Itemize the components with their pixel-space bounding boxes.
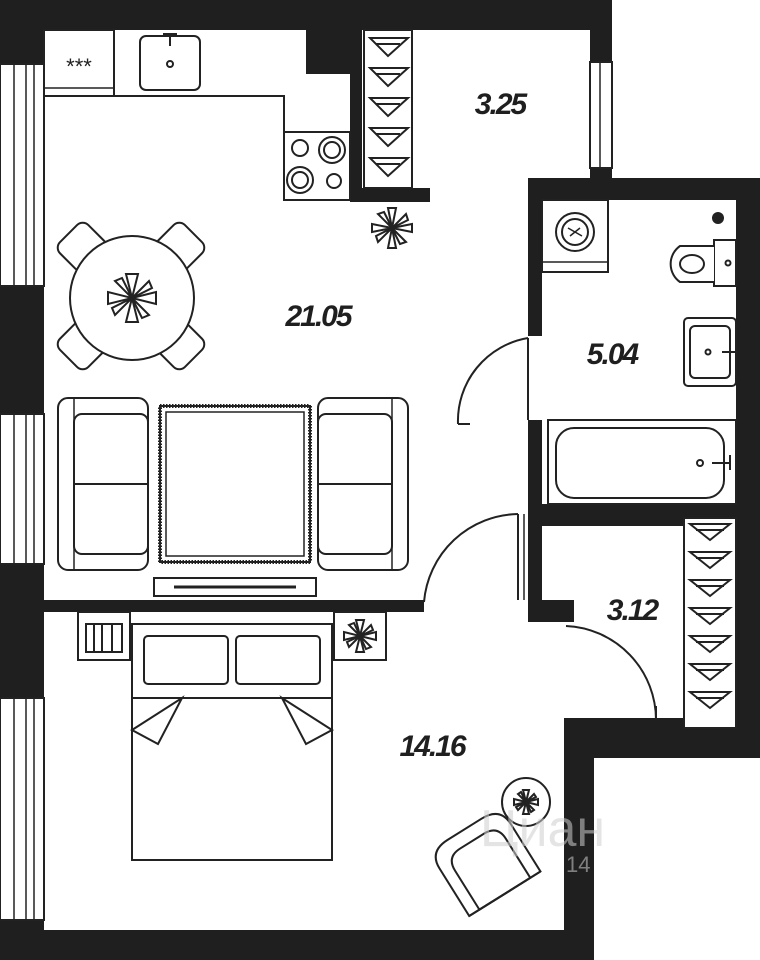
table-plant-icon bbox=[107, 273, 157, 323]
wardrobe-top-hangers bbox=[363, 29, 413, 189]
stove-icon bbox=[283, 131, 351, 201]
sink-icon bbox=[139, 33, 201, 91]
sofa-left bbox=[57, 397, 149, 571]
pillow bbox=[235, 635, 321, 685]
armchair-icon bbox=[434, 812, 542, 918]
nightstand-plant-icon bbox=[333, 611, 387, 661]
stove-mark: *** bbox=[66, 54, 92, 79]
kitchen-counter: *** bbox=[43, 29, 351, 201]
washbasin-icon bbox=[683, 317, 737, 387]
double-bed bbox=[130, 623, 334, 861]
doors bbox=[423, 337, 658, 721]
counter-corner bbox=[43, 29, 115, 97]
pillow bbox=[143, 635, 229, 685]
hanger-icon bbox=[367, 37, 411, 178]
area-label-wardrobe-top: 3.25 bbox=[475, 88, 529, 121]
area-label-bedroom: 14.16 bbox=[399, 730, 466, 763]
bathtub-icon bbox=[547, 419, 737, 505]
living-furniture bbox=[57, 397, 409, 597]
sofa-right bbox=[317, 397, 409, 571]
washing-machine-icon bbox=[541, 199, 609, 273]
drain-icon bbox=[712, 212, 724, 224]
windows bbox=[0, 61, 613, 921]
hanger-icon bbox=[687, 523, 733, 710]
watermark-text: Циан bbox=[480, 800, 605, 858]
plant-icon bbox=[371, 207, 413, 249]
window-wardrobe-right bbox=[589, 61, 613, 169]
window-kitchen-left bbox=[0, 63, 45, 287]
wardrobe-bottom-hangers bbox=[683, 517, 737, 729]
side-table-plant-icon bbox=[501, 777, 551, 827]
bedroom-furniture bbox=[77, 611, 551, 918]
tv-stand bbox=[153, 577, 317, 597]
bookshelf-icon bbox=[77, 611, 131, 661]
watermark: Циан 14 bbox=[480, 800, 605, 877]
bathroom-fixtures bbox=[541, 199, 737, 505]
area-label-kitchen-living: 21.05 bbox=[284, 300, 353, 333]
dining-table bbox=[56, 221, 206, 371]
watermark-sub: 14 bbox=[566, 852, 590, 877]
area-label-bathroom: 5.04 bbox=[587, 338, 640, 371]
rug bbox=[158, 404, 312, 564]
door-wardrobe bbox=[565, 625, 658, 721]
area-label-wardrobe-bottom: 3.12 bbox=[607, 594, 660, 627]
window-living-left bbox=[0, 413, 45, 565]
window-bedroom-left bbox=[0, 697, 45, 921]
toilet-icon bbox=[669, 239, 737, 287]
door-bedroom bbox=[423, 513, 525, 603]
door-bathroom bbox=[456, 337, 529, 425]
